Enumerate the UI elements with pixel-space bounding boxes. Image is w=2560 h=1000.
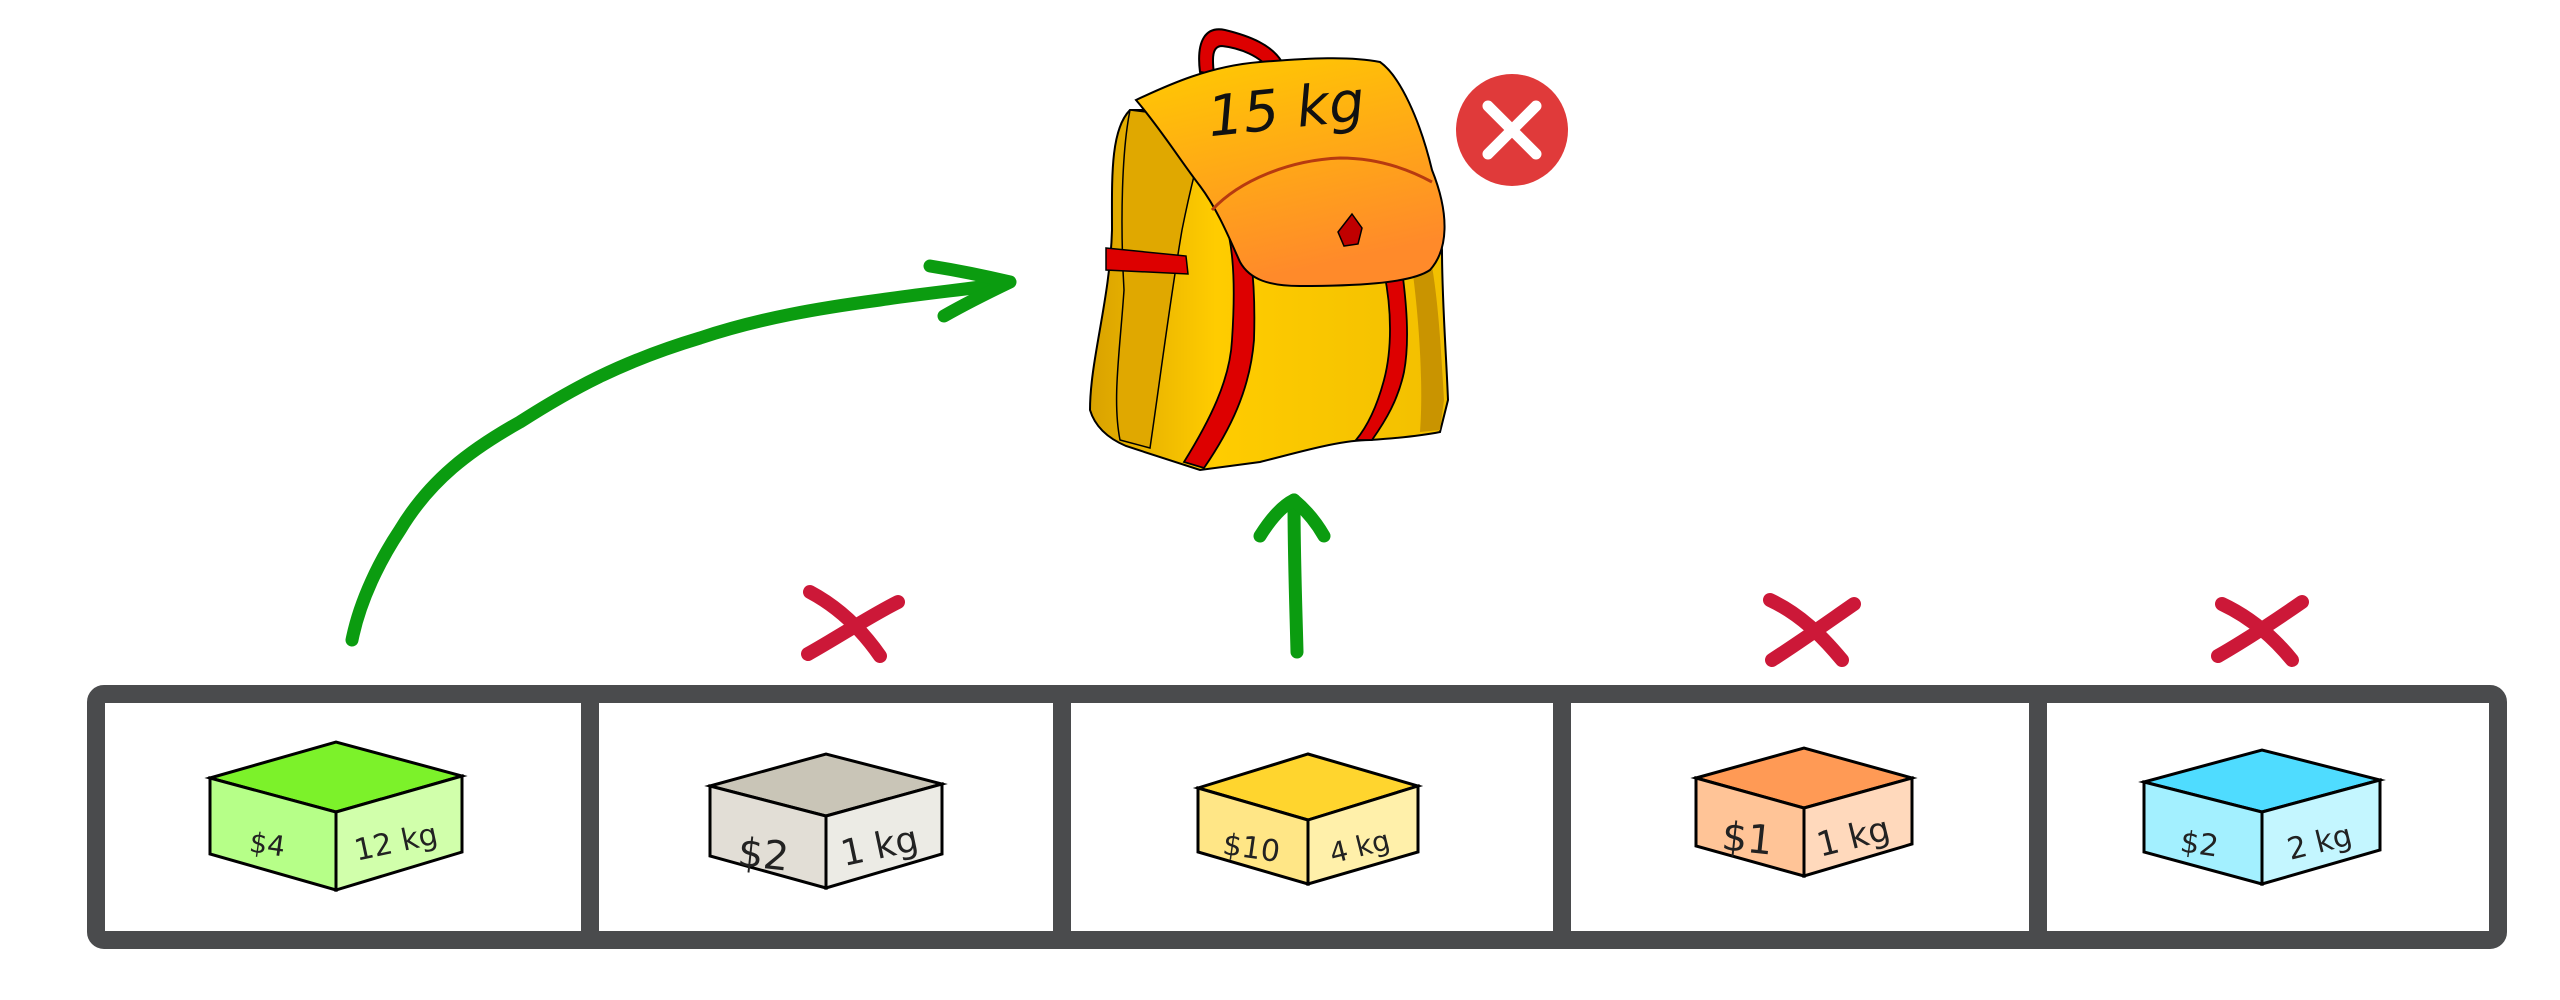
reject-mark-item-5 bbox=[2211, 595, 2309, 667]
knapsack-strap-side bbox=[1105, 247, 1189, 275]
reject-mark-item-2 bbox=[801, 585, 905, 663]
item-value: $10 bbox=[1221, 827, 1283, 870]
close-icon bbox=[1456, 74, 1568, 186]
item-box: $10 4 kg bbox=[1192, 752, 1424, 886]
arrow-item-3-to-knapsack bbox=[1253, 493, 1331, 659]
item-box-front-right bbox=[1802, 776, 1914, 879]
knapsack-flap-seam bbox=[1210, 156, 1433, 212]
item-box: $2 2 kg bbox=[2138, 748, 2386, 886]
item-box: $2 1 kg bbox=[704, 752, 948, 891]
item-box-front-right bbox=[1306, 783, 1420, 886]
item-value: $2 bbox=[736, 830, 791, 881]
item-value: $2 bbox=[2178, 825, 2221, 865]
knapsack-strap-left bbox=[1182, 199, 1256, 470]
knapsack-button bbox=[1337, 212, 1363, 247]
arrow-item-1-to-knapsack bbox=[345, 259, 1017, 647]
item-box-front-right bbox=[334, 774, 464, 893]
reject-mark-item-4 bbox=[1763, 593, 1861, 667]
item-box-front-right bbox=[2260, 778, 2382, 886]
knapsack: 15 kg bbox=[1088, 28, 1450, 472]
knapsack-flap bbox=[1134, 57, 1446, 288]
knapsack-strap-right bbox=[1354, 269, 1408, 441]
item-box: $4 12 kg bbox=[204, 740, 468, 893]
item-box: $1 1 kg bbox=[1690, 746, 1918, 879]
item-value: $4 bbox=[247, 826, 287, 864]
item-value: $1 bbox=[1720, 814, 1775, 865]
item-shelf bbox=[87, 685, 2507, 949]
knapsack-side-panel bbox=[1115, 109, 1212, 449]
item-box-front-right bbox=[824, 782, 944, 891]
